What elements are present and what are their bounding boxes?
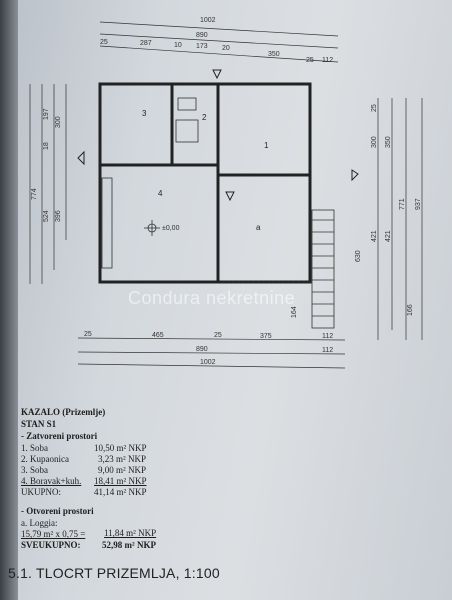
level-marker: ±0,00	[162, 225, 180, 232]
room-label-1: 1	[264, 141, 269, 150]
dim-right-7: 937	[415, 198, 422, 210]
legend-unit: STAN S1	[21, 419, 57, 429]
dim-top-seg-6: 350	[268, 51, 280, 58]
dim-bottom-seg-2: 465	[152, 332, 164, 339]
room-2-name: 2. Kupaonica	[21, 454, 69, 464]
dim-left-4: 197	[43, 108, 50, 120]
dim-bottom-seg-5: 112	[322, 333, 333, 340]
loggia-area: 11,84 m² NKP	[104, 528, 157, 538]
dim-bottom-seg-3: 25	[214, 332, 222, 339]
dim-right-3: 421	[371, 230, 378, 242]
dim-top-seg-4: 173	[196, 43, 208, 50]
room-3-area: 9,00 m² NKP	[98, 465, 146, 475]
dim-bottom-extra: 112	[322, 347, 333, 354]
page-edge-shadow	[0, 0, 18, 600]
legend-title: KAZALO (Prizemlje)	[21, 407, 106, 417]
room-1-name: 1. Soba	[21, 443, 48, 453]
dim-total-width-bottom: 1002	[200, 359, 216, 366]
loggia-label: a. Loggia:	[21, 518, 58, 528]
room-3-name: 3. Soba	[21, 465, 48, 475]
room-1-area: 10,50 m² NKP	[94, 443, 147, 453]
room-4-area: 18,41 m² NKP	[94, 476, 147, 486]
room-4-name: 4. Boravak+kuh.	[21, 476, 82, 486]
dim-top-seg-3: 10	[174, 42, 182, 49]
dim-inner-width-top: 890	[196, 32, 208, 39]
dim-top-seg-8: 112	[322, 57, 333, 64]
dim-right-10: 25	[371, 104, 378, 112]
room-label-a: a	[256, 223, 261, 232]
grand-total: 52,98 m² NKP	[102, 540, 156, 550]
dim-bottom-seg-4: 375	[260, 333, 272, 340]
open-spaces-heading: - Otvoreni prostori	[21, 506, 94, 516]
closed-total: 41,14 m² NKP	[94, 487, 147, 497]
dim-right-4: 421	[385, 230, 392, 242]
dim-bottom-seg-1: 25	[84, 331, 92, 338]
closed-total-label: UKUPNO:	[21, 487, 62, 497]
dim-right-1: 300	[371, 136, 378, 148]
dim-top-seg-2: 287	[140, 40, 152, 47]
dim-right-9: 164	[291, 306, 298, 318]
dim-left-2: 524	[43, 210, 50, 222]
dim-top-seg-7: 25	[306, 57, 314, 64]
drawing-caption: 5.1. TLOCRT PRIZEMLJA, 1:100	[8, 565, 220, 581]
dim-left-6: 18	[43, 142, 50, 150]
dim-right-2: 350	[385, 136, 392, 148]
dim-left-5: 300	[55, 116, 62, 128]
dim-right-5: 630	[355, 250, 362, 262]
room-label-2: 2	[202, 113, 207, 122]
room-2-area: 3,23 m² NKP	[98, 454, 146, 464]
dim-total-width-top: 1002	[200, 17, 216, 24]
dim-right-8: 166	[407, 304, 414, 316]
closed-spaces-heading: - Zatvoreni prostori	[21, 431, 98, 441]
dim-top-seg-5: 20	[222, 45, 230, 52]
room-label-4: 4	[158, 189, 163, 198]
loggia-calculation: 15,79 m² x 0,75 =	[21, 529, 86, 539]
dim-right-6: 771	[399, 198, 406, 210]
grand-total-label: SVEUKUPNO:	[21, 540, 81, 550]
dim-left-1: 774	[31, 188, 38, 200]
dim-bottom-inner: 890	[196, 346, 208, 353]
dim-left-3: 396	[55, 210, 62, 222]
dim-top-seg-1: 25	[100, 39, 108, 46]
watermark: Condura nekretnine	[128, 288, 296, 308]
room-label-3: 3	[142, 109, 147, 118]
